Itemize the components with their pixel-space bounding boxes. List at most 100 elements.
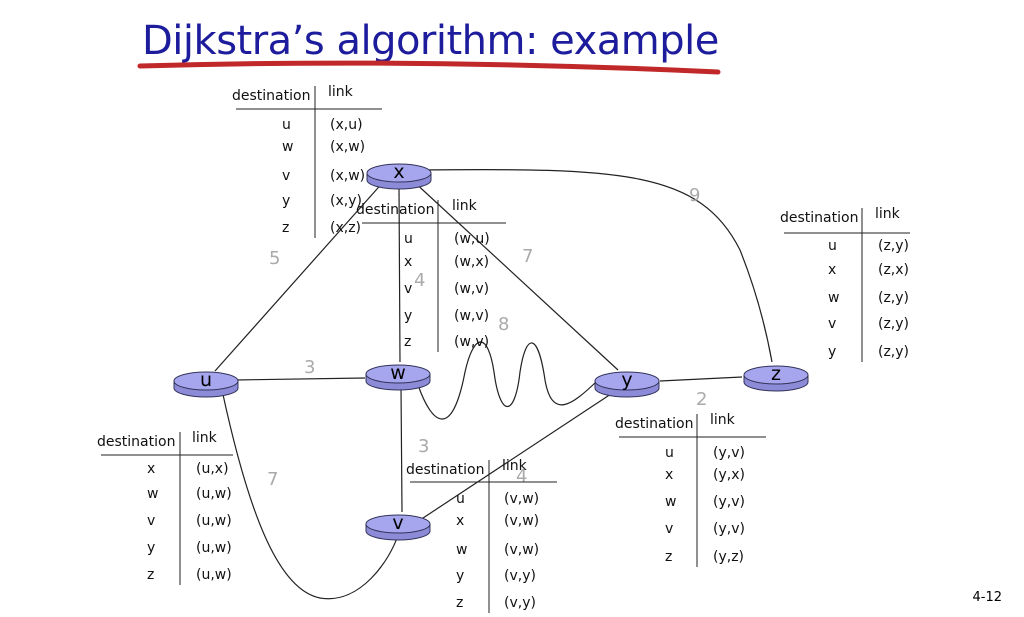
table-cell-destination: w: [665, 494, 676, 510]
router-u: u: [173, 369, 239, 398]
edge-weight-y-z: 2: [696, 389, 707, 410]
table-cell-link: (v,w): [504, 491, 539, 507]
table-cell-destination: w: [828, 290, 839, 306]
table-cell-destination: w: [147, 486, 158, 502]
table-cell-destination: x: [665, 467, 673, 483]
table-cell-destination: u: [828, 238, 837, 254]
edge-x-z: [417, 168, 773, 363]
router-x: x: [366, 161, 432, 190]
table-header-link: link: [502, 458, 528, 474]
table-header-destination: destination: [232, 88, 310, 104]
router-w: w: [365, 362, 431, 391]
table-cell-link: (y,z): [713, 549, 744, 565]
table-cell-destination: u: [404, 231, 413, 247]
table-cell-destination: v: [665, 521, 673, 537]
table-cell-link: (v,y): [504, 568, 536, 584]
router-z: z: [743, 363, 809, 392]
edge-weight-u-w: 3: [304, 357, 315, 378]
table-cell-link: (x,w): [330, 139, 365, 155]
router-top: [366, 163, 432, 183]
router-top: [594, 371, 660, 391]
table-cell-destination: v: [828, 316, 836, 332]
table-cell-destination: z: [282, 220, 289, 236]
table-header-link: link: [875, 206, 901, 222]
router-label: y: [621, 369, 632, 391]
edge-weight-x-y: 7: [522, 246, 533, 267]
table-cell-link: (w,v): [454, 334, 489, 350]
edge-weight-u-v: 7: [267, 469, 278, 490]
edge-x-y: [411, 179, 619, 371]
table-cell-destination: y: [404, 308, 412, 324]
table-header-link: link: [328, 84, 354, 100]
table-header-destination: destination: [615, 416, 693, 432]
table-cell-link: (x,y): [330, 193, 362, 209]
router-label: x: [393, 161, 404, 183]
table-cell-destination: y: [828, 344, 836, 360]
table-cell-destination: y: [282, 193, 290, 209]
table-cell-link: (w,x): [454, 254, 489, 270]
router-top: [743, 365, 809, 385]
table-cell-link: (z,y): [878, 238, 909, 254]
table-header-destination: destination: [356, 202, 434, 218]
table-header-link: link: [710, 412, 736, 428]
edge-weight-u-x: 5: [269, 248, 280, 269]
table-cell-link: (z,y): [878, 316, 909, 332]
table-cell-destination: u: [456, 491, 465, 507]
table-header-destination: destination: [97, 434, 175, 450]
table-cell-destination: y: [147, 540, 155, 556]
table-cell-link: (z,y): [878, 344, 909, 360]
router-label: u: [200, 369, 212, 391]
table-cell-destination: y: [456, 568, 464, 584]
table-cell-link: (y,v): [713, 494, 745, 510]
table-cell-link: (u,x): [196, 461, 229, 477]
edge-u-x: [214, 179, 386, 372]
table-cell-destination: u: [665, 445, 674, 461]
router-label: z: [771, 363, 781, 385]
table-header-destination: destination: [406, 462, 484, 478]
edge-weight-x-z: 9: [689, 185, 700, 206]
router-v: v: [365, 512, 431, 541]
edge-weight-v-y: 4: [516, 466, 527, 487]
edge-weight-w-v: 3: [418, 436, 429, 457]
edge-w-v: [400, 385, 403, 513]
table-cell-link: (z,x): [878, 262, 909, 278]
table-cell-link: (v,y): [504, 595, 536, 611]
table-cell-link: (y,x): [713, 467, 745, 483]
edge-v-y: [419, 391, 615, 521]
table-cell-link: (x,w): [330, 168, 365, 184]
table-cell-link: (w,u): [454, 231, 490, 247]
router-top: [365, 364, 431, 384]
table-cell-destination: u: [282, 117, 291, 133]
title-underline: [137, 60, 721, 75]
table-cell-destination: v: [282, 168, 290, 184]
edge-weight-w-y: 8: [498, 314, 509, 335]
table-cell-destination: v: [404, 281, 412, 297]
table-cell-destination: z: [404, 334, 411, 350]
table-cell-link: (u,w): [196, 513, 232, 529]
table-header-link: link: [452, 198, 478, 214]
table-cell-destination: x: [404, 254, 412, 270]
router-top: [365, 514, 431, 534]
table-header-link: link: [192, 430, 218, 446]
table-cell-destination: x: [456, 513, 464, 529]
router-top: [173, 371, 239, 391]
edge-w-y: [417, 341, 597, 420]
table-cell-destination: z: [456, 595, 463, 611]
table-cell-destination: x: [147, 461, 155, 477]
router-label: v: [392, 512, 403, 534]
table-cell-destination: z: [665, 549, 672, 565]
table-cell-destination: w: [456, 542, 467, 558]
table-cell-link: (y,v): [713, 445, 745, 461]
edge-u-v: [221, 389, 399, 600]
edge-weight-x-w: 4: [414, 270, 425, 291]
table-cell-link: (v,w): [504, 542, 539, 558]
table-cell-destination: z: [147, 567, 154, 583]
table-cell-link: (u,w): [196, 486, 232, 502]
table-cell-destination: x: [828, 262, 836, 278]
